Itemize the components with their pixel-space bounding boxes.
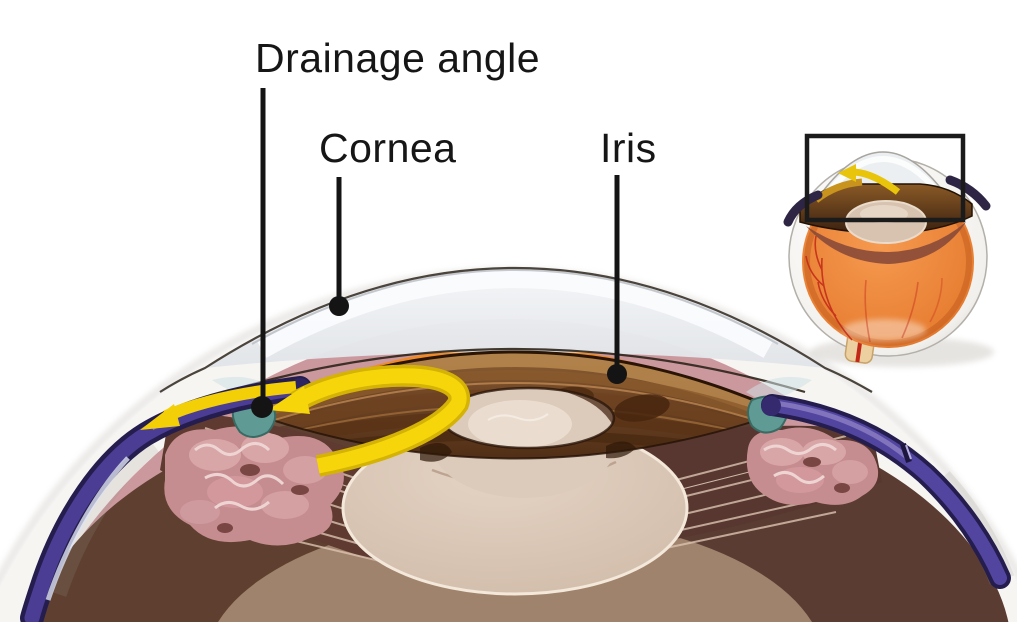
leader-lines — [260, 88, 620, 400]
aqueous-flow-arrow-main — [268, 364, 471, 477]
iris-collarette-bump — [614, 394, 670, 422]
ciliary-process-right — [746, 427, 879, 505]
anterior-segment-cross-section — [0, 88, 1017, 622]
inset-vessel-right — [945, 175, 991, 211]
label-cornea: Cornea — [319, 125, 457, 171]
retinal-vessels — [805, 235, 943, 343]
leader-dot-drainage-angle — [251, 396, 273, 418]
inset-flow-arrow — [838, 164, 901, 195]
aqueous-outflow-arrow-left — [140, 381, 297, 430]
lens-sheen — [487, 413, 549, 422]
lens-highlight — [468, 400, 572, 448]
leader-dot-iris — [607, 364, 627, 384]
leader-dot-cornea — [329, 296, 349, 316]
vitreous-face — [205, 515, 825, 622]
cornea-posterior-line — [224, 347, 806, 394]
cornea-dome — [159, 267, 873, 404]
inset-whole-eye — [783, 133, 994, 367]
label-iris: Iris — [600, 125, 657, 171]
inset-frame — [804, 133, 966, 223]
cornea-outline — [159, 267, 873, 393]
inset-vessel-left — [783, 190, 823, 227]
cornea-white-band — [257, 270, 773, 358]
ciliary-process-left — [164, 426, 344, 546]
episcleral-vessel-right — [761, 394, 1015, 589]
label-drainage-angle: Drainage angle — [255, 35, 541, 81]
